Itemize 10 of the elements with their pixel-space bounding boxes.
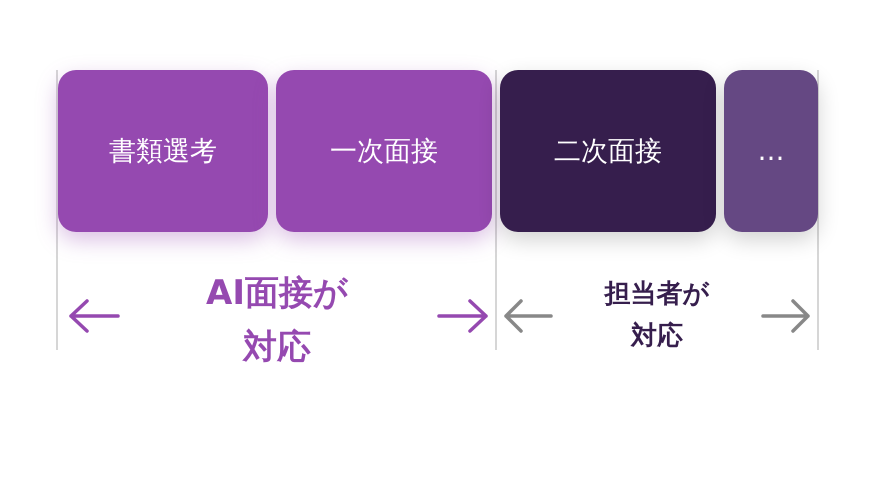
- step-box: [58, 70, 268, 232]
- phase-label: AI面接が対応: [205, 272, 350, 370]
- step-label: 一次面接: [330, 135, 438, 169]
- phase-label: 担当者が対応: [602, 278, 710, 353]
- step-label: …: [758, 136, 784, 166]
- step-box: [500, 70, 716, 232]
- step-box: [276, 70, 492, 232]
- step-label: 書類選考: [109, 135, 217, 169]
- step-box: [724, 70, 818, 232]
- step-label: 二次面接: [554, 135, 662, 169]
